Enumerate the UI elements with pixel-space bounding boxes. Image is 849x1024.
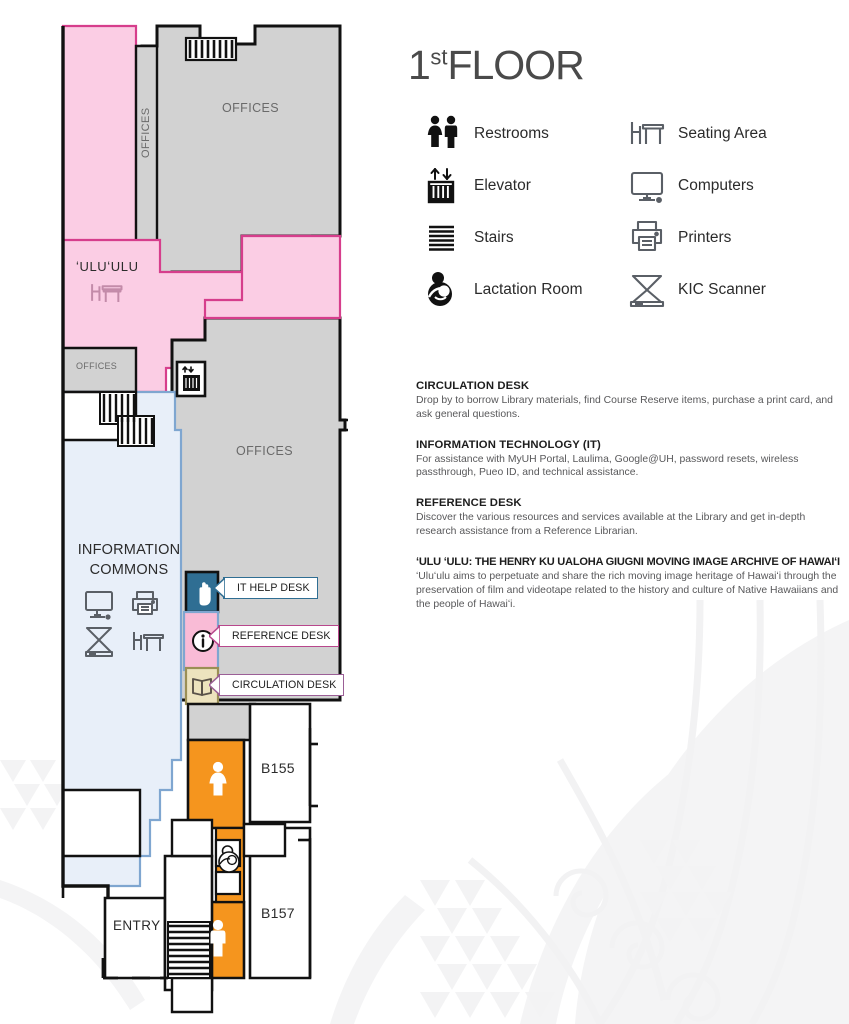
description-body: ʻUluʻulu aims to perpetuate and share th…	[416, 570, 839, 610]
kic-scanner-icon	[626, 268, 670, 312]
description-circulation-desk: CIRCULATION DESK Drop by to borrow Libra…	[416, 380, 840, 422]
floor-plan-map[interactable]: OFFICES OFFICES OFFICES OFFICES ʻULUʻULU…	[0, 0, 400, 1024]
lactation-room-icon	[422, 268, 466, 312]
legend-item-stairs: Stairs	[422, 212, 632, 264]
legend-item-restrooms: Restrooms	[422, 108, 632, 160]
elevator-icon	[422, 164, 466, 208]
description-heading: INFORMATION TECHNOLOGY (IT)	[416, 438, 601, 451]
room-lower-stub	[170, 976, 214, 1014]
legend-item-computers: Computers	[626, 160, 849, 212]
description-heading: CIRCULATION DESK	[416, 380, 530, 392]
callout-tip-circulation-icon	[209, 675, 220, 695]
callout-circulation-desk[interactable]: CIRCULATION DESK	[209, 674, 345, 696]
region-offices-vertical-strip	[134, 44, 159, 274]
description-body: Discover the various resources and servi…	[416, 512, 806, 538]
callout-label-it-help-desk: IT HELP DESK	[237, 582, 310, 594]
floor-number: 1	[408, 42, 431, 88]
callout-tip-reference-icon	[209, 626, 220, 646]
description-uluulu-archive: ʻULU ʻULU: THE HENRY KU UALOHA GIUGNI MO…	[416, 556, 840, 611]
floor-plan-svg	[61, 24, 348, 1014]
white-room-left-lower	[61, 788, 142, 858]
legend-label-seating-area: Seating Area	[678, 125, 767, 142]
legend-label-elevator: Elevator	[474, 177, 531, 194]
description-heading: REFERENCE DESK	[416, 497, 522, 510]
computers-icon	[626, 164, 670, 208]
legend-item-seating-area: Seating Area	[626, 108, 849, 160]
room-vestibule	[170, 818, 214, 858]
legend-column-right: Seating Area Computers	[626, 108, 849, 316]
description-body: For assistance with MyUH Portal, Laulima…	[416, 453, 799, 479]
legend-label-computers: Computers	[678, 177, 754, 194]
description-heading: ʻULU ʻULU: THE HENRY KU UALOHA GIUGNI MO…	[416, 555, 840, 568]
description-body: Drop by to borrow Library materials, fin…	[416, 395, 833, 420]
legend-item-kic-scanner: KIC Scanner	[626, 264, 849, 316]
callout-reference-desk[interactable]: REFERENCE DESK	[209, 625, 339, 647]
stairs-icon	[422, 216, 466, 260]
room-entry-lobby	[103, 896, 167, 980]
legend-label-lactation-room: Lactation Room	[474, 281, 583, 298]
white-lactation-niche2	[214, 870, 242, 896]
region-corridor-gray	[186, 702, 257, 742]
descriptions-section: CIRCULATION DESK Drop by to borrow Libra…	[416, 380, 840, 628]
room-b155	[248, 702, 312, 824]
callout-tip-it-icon	[214, 578, 225, 598]
legend-item-lactation-room: Lactation Room	[422, 264, 632, 316]
seating-area-icon	[626, 112, 670, 156]
region-uluulu-upper	[61, 24, 138, 274]
legend-column-left: Restrooms	[422, 108, 632, 316]
room-mid-small	[242, 822, 287, 858]
callout-label-circulation-desk: CIRCULATION DESK	[232, 679, 337, 691]
legend-label-stairs: Stairs	[474, 229, 514, 246]
callout-label-reference-desk: REFERENCE DESK	[232, 630, 331, 642]
region-offices-small	[61, 346, 138, 394]
restrooms-icon	[422, 112, 466, 156]
callout-it-help-desk[interactable]: IT HELP DESK	[214, 577, 318, 599]
printers-icon	[626, 216, 670, 260]
page-title: 1stFLOOR	[408, 42, 585, 89]
legend-label-restrooms: Restrooms	[474, 125, 549, 142]
legend-label-kic-scanner: KIC Scanner	[678, 281, 766, 298]
legend-item-elevator: Elevator	[422, 160, 632, 212]
description-information-technology: INFORMATION TECHNOLOGY (IT) For assistan…	[416, 439, 840, 481]
legend-label-printers: Printers	[678, 229, 732, 246]
information-panel: 1stFLOOR Restrooms	[408, 0, 849, 1024]
description-reference-desk: REFERENCE DESK Discover the various reso…	[416, 497, 840, 539]
floor-ordinal: st	[430, 44, 448, 70]
stairs-bottom	[167, 921, 211, 979]
legend-item-printers: Printers	[626, 212, 849, 264]
floor-word: FLOOR	[447, 42, 584, 88]
